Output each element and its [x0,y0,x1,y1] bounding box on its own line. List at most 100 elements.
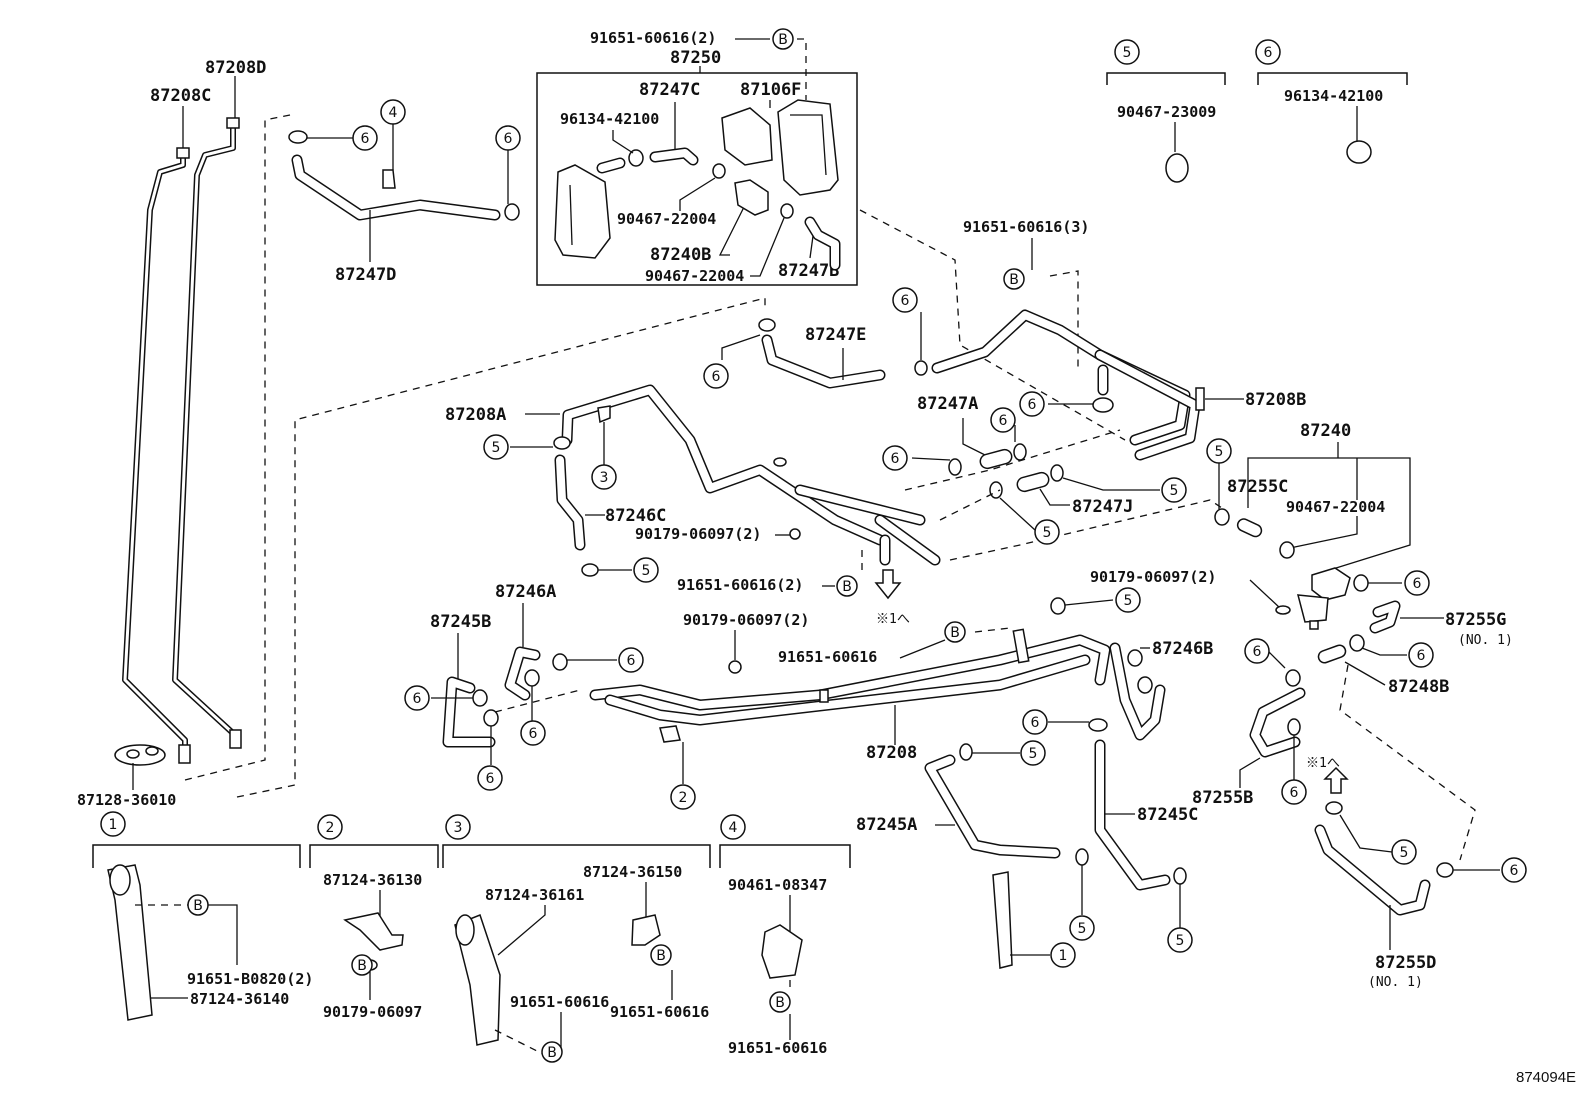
callout-number: 3 [454,820,463,836]
hose-87247a [979,448,1013,470]
label-96134-42100-box: 96134-42100 [560,110,659,128]
callout-six: 6 [1501,857,1527,883]
callout-number: 6 [999,413,1008,429]
label-87124-36150: 87124-36150 [583,863,682,881]
callout-circle-icon [1255,39,1281,65]
label-87208d: 87208D [205,58,266,78]
bolt-callout-b: B [944,621,966,643]
callout-number: 6 [504,131,513,147]
callout-five: 5 [1034,519,1060,545]
label-87208b: 87208B [1245,390,1306,410]
reservoir-tank [554,164,611,259]
callout-two: 2 [670,784,696,810]
callout-number: 5 [1029,746,1038,762]
hose-87246a [504,646,541,701]
label-87246a: 87246A [495,582,556,602]
callout-circle-icon [380,99,406,125]
callout-number: 6 [1510,863,1519,879]
clamp-icon [1088,718,1108,732]
callout-number: 6 [1264,45,1273,61]
label-87255c: 87255C [1227,477,1288,497]
bolt-circle-icon [772,28,794,50]
clamp-icon [581,563,599,577]
callout-four: 4 [380,99,406,125]
callout-circle-icon [1408,642,1434,668]
label-87106f: 87106F [740,80,801,100]
bolt-circle-icon [836,575,858,597]
callout-one: 1 [1050,942,1076,968]
grommet-87128-36010 [114,744,166,790]
callout-five: 5 [1167,927,1193,953]
label-87255d: 87255D [1375,953,1436,973]
label-91651-60616-2-top: 91651-60616(2) [590,29,716,47]
callout-six: 6 [892,287,918,313]
label-87247c: 87247C [639,80,700,100]
label-91651-60616-g3a: 91651-60616 [510,993,609,1011]
hose-87247d [288,130,501,221]
callout-number: 5 [1215,444,1224,460]
bolt-callout-b: B [650,944,672,966]
callout-number: 5 [1400,845,1409,861]
callout-circle-icon [1167,927,1193,953]
pipe-87208 [589,628,1111,726]
callout-five: 5 [1069,915,1095,941]
label-87240b: 87240B [650,245,711,265]
label-91651-60616-g3b: 91651-60616 [610,1003,709,1021]
hose-87245a [924,754,1061,859]
clamp-87124-36130 [343,912,404,951]
clamp-icon [1214,508,1230,526]
label-91651-60616-g4: 91651-60616 [728,1039,827,1057]
callout-circle-icon [703,363,729,389]
callout-number: 1 [109,817,118,833]
hose-87255d [1314,824,1431,916]
callout-six: 6 [477,765,503,791]
clip-icon [597,405,611,424]
callout-six: 6 [618,647,644,673]
actuator-87106f [721,100,773,166]
clamp-icon [524,669,540,687]
callout-number: B [193,898,203,914]
callout-number: 6 [413,691,422,707]
label-90179-06097: 90179-06097 [323,1003,422,1021]
callout-circle-icon [892,287,918,313]
label-87255b: 87255B [1192,788,1253,808]
hose-87247c [596,147,794,219]
callout-six: 6 [520,720,546,746]
callout-circle-icon [633,557,659,583]
callout-six: 6 [1244,638,1270,664]
cover-plate [777,99,839,196]
callout-five: 5 [483,434,509,460]
hose-87255b [1249,687,1306,758]
clamp-icon [1050,597,1066,615]
callout-number: 6 [486,771,495,787]
callout-number: 5 [1124,593,1133,609]
ref-note-2: ※1へ [876,612,910,627]
callout-number: 6 [901,293,910,309]
label-91651-60616-mid: 91651-60616 [778,648,877,666]
hose-87255g [1369,600,1401,634]
bracket-87124-36140 [107,864,153,1021]
callout-circle-icon [445,814,471,840]
label-87255g: 87255G [1445,610,1506,630]
assembly-box-87250 [536,72,858,286]
clip-icon [382,169,396,189]
pipe-87208b [931,309,1205,461]
callout-number: 5 [1170,483,1179,499]
label-87247b: 87247B [778,261,839,281]
callout-number: 6 [712,369,721,385]
callout-number: B [950,625,960,641]
label-87255d-note: (NO. 1) [1368,975,1423,990]
callout-five: 5 [633,557,659,583]
callout-six: 6 [990,407,1016,433]
callout-circle-icon [1501,857,1527,883]
callout-number: B [842,579,852,595]
drawing-reference-code: 874094E [1516,1069,1576,1086]
callout-three: 3 [445,814,471,840]
callout-circle-icon [1391,839,1417,865]
callout-number: 6 [1413,576,1422,592]
callout-circle-icon [352,125,378,151]
hose-87246b [1109,642,1166,741]
clamp-icon [1436,862,1454,878]
callout-number: 6 [361,131,370,147]
callout-number: B [1009,272,1019,288]
